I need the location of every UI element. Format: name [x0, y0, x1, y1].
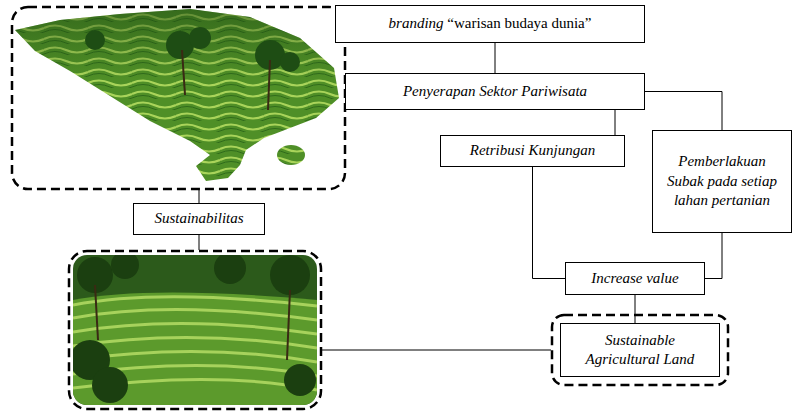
- process-box: Sustainabilitas: [133, 203, 265, 235]
- connector: [645, 92, 722, 131]
- node-text: Sustainable Agricultural Land: [569, 331, 711, 370]
- node-text: Retribusi Kunjungan: [470, 141, 595, 161]
- process-box: Increase value: [565, 262, 705, 295]
- node-text: Sustainabilitas: [154, 209, 243, 229]
- process-box: Sustainable Agricultural Land: [560, 323, 720, 377]
- node-text: Pemberlakuan Subak pada setiap lahan per…: [661, 152, 783, 211]
- node-text: branding “warisan budaya dunia”: [389, 14, 592, 34]
- connector: [705, 233, 722, 279]
- dashed-frame: [552, 315, 728, 385]
- terrace-photo: [73, 255, 317, 405]
- process-box: branding “warisan budaya dunia”: [335, 5, 645, 43]
- connector: [495, 43, 496, 73]
- connector: [533, 167, 566, 279]
- connector: [635, 295, 636, 323]
- node-text: Increase value: [591, 269, 678, 289]
- process-box: Retribusi Kunjungan: [440, 135, 625, 167]
- process-box: Penyerapan Sektor Pariwisata: [345, 73, 645, 110]
- node-text: Penyerapan Sektor Pariwisata: [403, 82, 587, 102]
- connector: [615, 110, 616, 135]
- bali-map: [10, 5, 345, 190]
- process-box: Pemberlakuan Subak pada setiap lahan per…: [652, 130, 792, 233]
- dashed-frame: [69, 251, 321, 409]
